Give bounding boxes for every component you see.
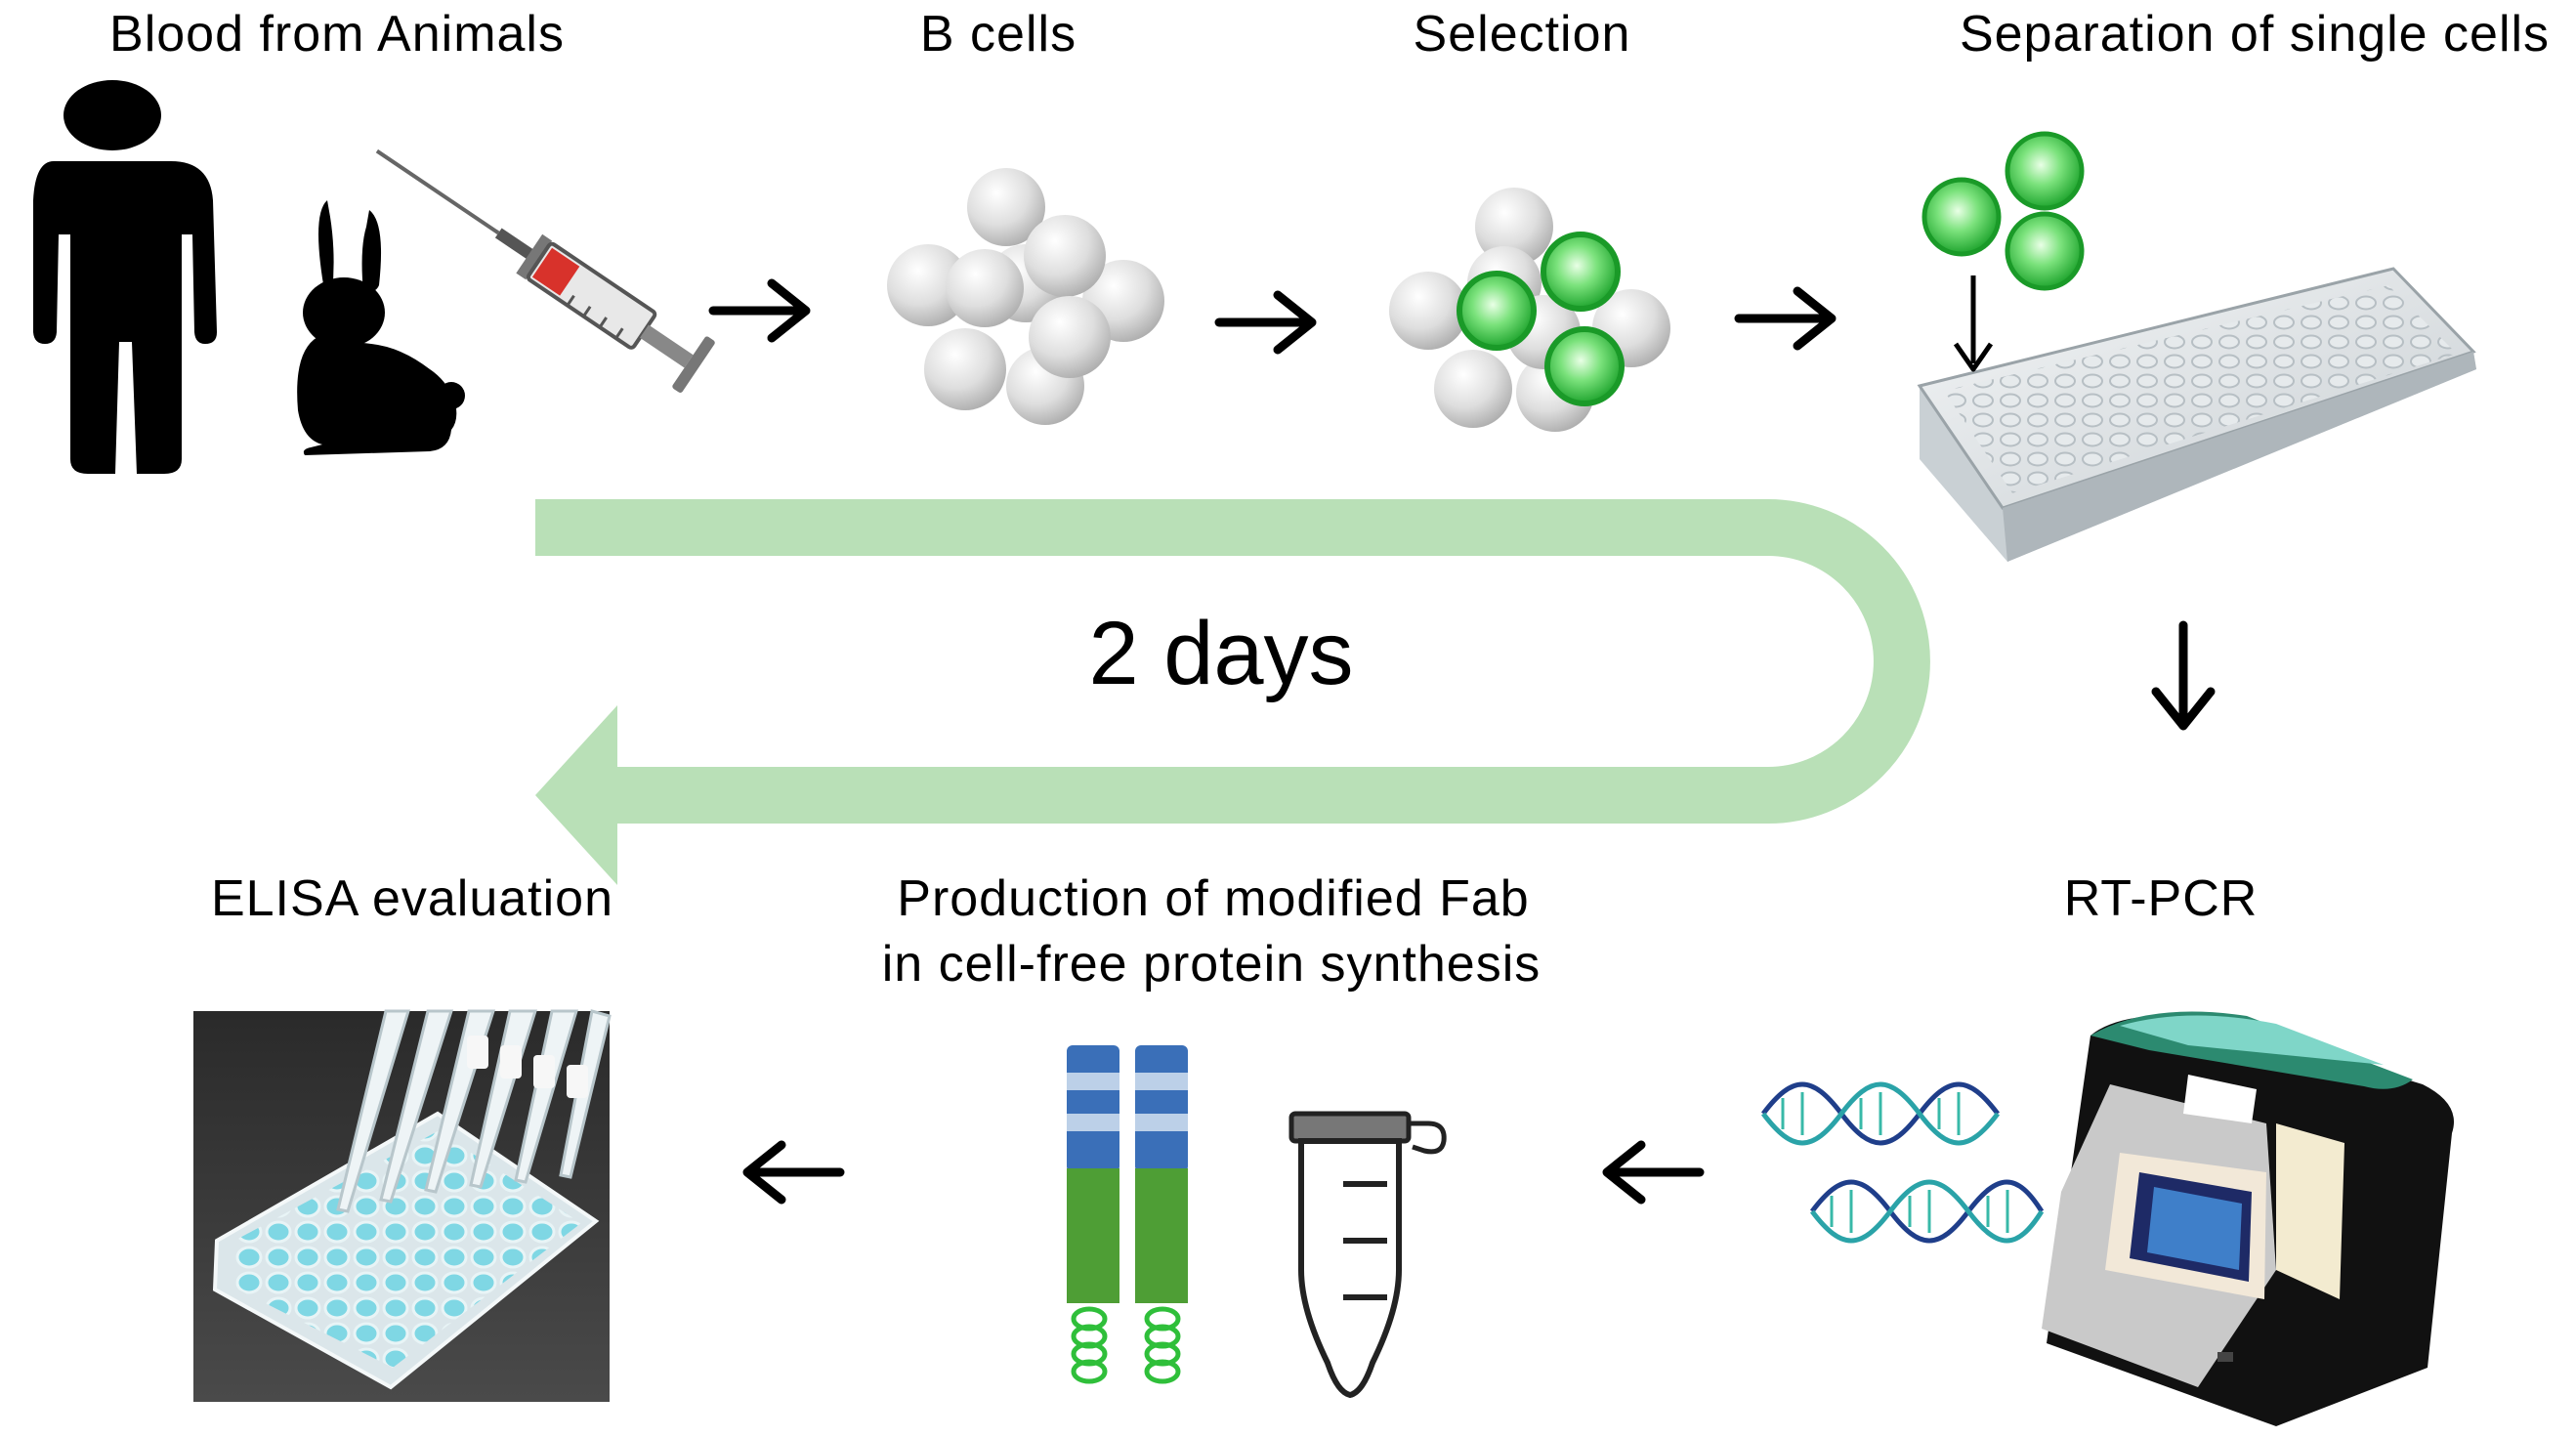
- label-selection: Selection: [1414, 6, 1631, 63]
- rabbit-silhouette-icon: [297, 200, 465, 455]
- arrow-right-1: [708, 278, 811, 343]
- label-elisa-evaluation: ELISA evaluation: [211, 870, 613, 927]
- label-b-cells: B cells: [920, 6, 1077, 63]
- 96-well-plate-icon: [1917, 267, 2476, 562]
- arrow-left-2: [742, 1140, 845, 1205]
- elisa-plate-photo: [193, 1009, 612, 1402]
- arrow-down-into-plate: [1953, 275, 1994, 372]
- syringe-icon: [375, 148, 715, 393]
- label-blood-from-animals: Blood from Animals: [109, 6, 565, 63]
- label-production-line1: Production of modified Fab: [897, 870, 1529, 927]
- human-silhouette-icon: [33, 80, 217, 474]
- arrow-right-2: [1214, 290, 1317, 355]
- loop-arrow-2-days: [535, 499, 1930, 885]
- label-separation-of-single-cells: Separation of single cells: [1960, 6, 2550, 63]
- label-rt-pcr: RT-PCR: [2064, 870, 2259, 927]
- microtube-icon: [1288, 1111, 1447, 1399]
- arrow-left-1: [1602, 1140, 1705, 1205]
- b-cells-cluster: [887, 168, 1164, 425]
- selection-cluster: [1389, 188, 1670, 432]
- arrow-down-rt-pcr: [2151, 620, 2216, 731]
- duration-label: 2 days: [1088, 604, 1353, 703]
- label-production-line2: in cell-free protein synthesis: [882, 936, 1541, 993]
- arrow-right-3: [1734, 286, 1837, 351]
- single-cells: [1921, 131, 2085, 291]
- fab-antibody-icon: [1067, 1045, 1188, 1384]
- thermocycler-icon: [2042, 1011, 2454, 1426]
- dna-helix-icon: [1761, 1081, 2045, 1244]
